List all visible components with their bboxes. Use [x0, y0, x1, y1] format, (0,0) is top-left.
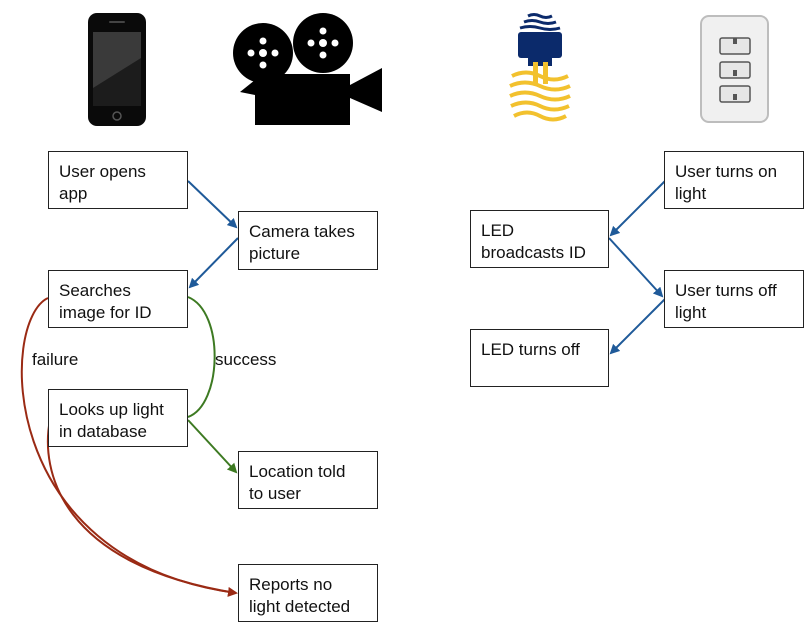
edge-failure-from-lookup	[46, 419, 237, 594]
node-user-turns-on: User turns on light	[664, 151, 804, 209]
failure-label: failure	[32, 350, 79, 369]
node-reports-no-light: Reports no light detected	[238, 564, 378, 622]
edge-camera-to-search	[188, 237, 239, 289]
node-searches-image: Searches image for ID	[48, 270, 188, 328]
success-label: success	[215, 350, 277, 369]
light-switch-icon	[700, 15, 769, 123]
led-bulb-icon	[509, 13, 571, 122]
node-led-turns-off: LED turns off	[470, 329, 609, 387]
edge-failure-from-search	[20, 297, 238, 597]
node-location-told: Location told to user	[238, 451, 378, 509]
film-camera-icon	[233, 13, 382, 125]
edge-lookup-to-location	[187, 419, 238, 474]
node-user-turns-off: User turns off light	[664, 270, 804, 328]
edge-success	[187, 296, 216, 418]
smartphone-icon	[88, 13, 146, 126]
edge-off-to-led-off	[609, 298, 666, 355]
node-led-broadcasts: LED broadcasts ID	[470, 210, 609, 268]
node-user-opens-app: User opens app	[48, 151, 188, 209]
node-camera-takes-picture: Camera takes picture	[238, 211, 378, 270]
node-looks-up-light: Looks up light in database	[48, 389, 188, 447]
edge-broadcast-to-off	[608, 237, 664, 298]
edge-on-to-broadcast	[609, 180, 666, 237]
edge-open-to-camera	[187, 180, 238, 229]
